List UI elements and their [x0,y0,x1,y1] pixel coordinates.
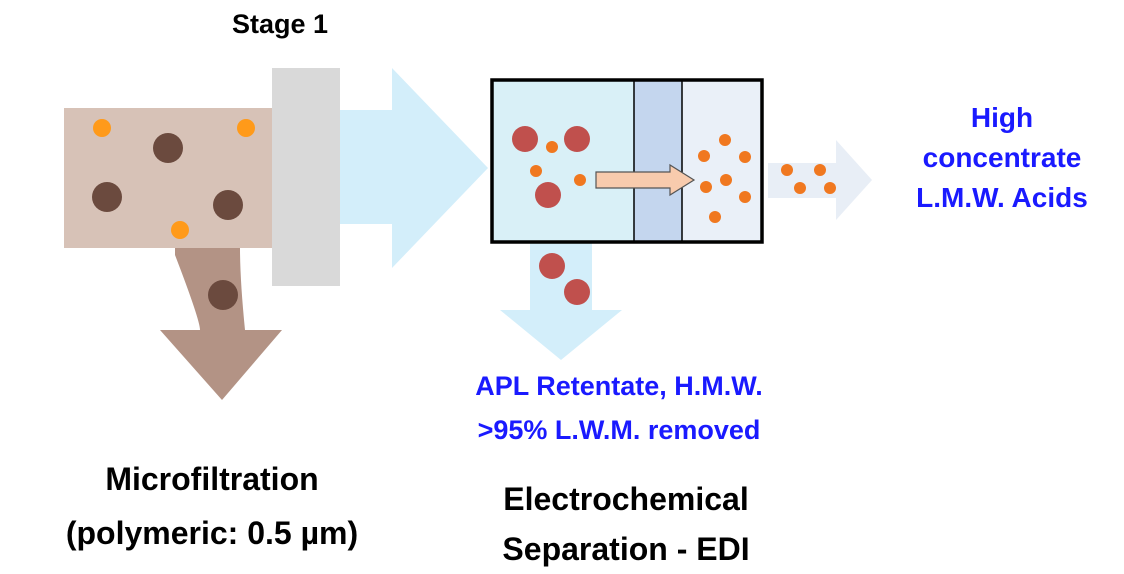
output-particle [781,164,793,176]
small-acid-particle [719,134,731,146]
large-particle [208,280,238,310]
small-acid-particle [720,174,732,186]
small-acid-particle [700,181,712,193]
small-acid-particle [698,150,710,162]
product-label: High concentrate L.M.W. Acids [880,98,1124,218]
stage-label: Stage 1 [232,9,329,39]
small-acid-particle [739,191,751,203]
large-acid-particle [535,182,561,208]
large-particle [153,133,183,163]
small-acid-particle [574,174,586,186]
small-acid-particle [709,211,721,223]
edi-title: Electrochemical [503,481,749,517]
large-particle [92,182,122,212]
retentate-note: >95% L.W.M. removed [477,415,761,445]
small-acid-particle [530,165,542,177]
small-particle [93,119,111,137]
flow-arrow-to-edi [340,68,488,268]
large-acid-particle [564,126,590,152]
feed-particles [92,119,255,310]
small-acid-particle [739,151,751,163]
edi-subtitle: Separation - EDI [502,531,750,567]
edi-label: Electrochemical Separation - EDI [446,474,806,574]
edi-cell [490,78,764,244]
output-arrow [768,140,872,220]
microfiltration-spec: (polymeric: 0.5 µm) [65,515,359,551]
microfiltration-label: Microfiltration (polymeric: 0.5 µm) [0,452,424,560]
concentrate-chamber [682,80,762,242]
product-line-1: High [970,102,1034,133]
output-particle [794,182,806,194]
product-line-2: concentrate [922,142,1082,173]
output-particle [814,164,826,176]
small-particle [237,119,255,137]
large-acid-particle [512,126,538,152]
retentate-arrow [500,242,622,360]
ion-exchange-membrane [634,80,682,242]
permeate-outflow-arrow [160,248,282,400]
output-particle [824,182,836,194]
ion-transfer-arrow [595,163,696,197]
small-particle [171,221,189,239]
large-particle [213,190,243,220]
microfiltration-title: Microfiltration [105,461,319,497]
retentate-particle [539,253,565,279]
retentate-particle [564,279,590,305]
small-acid-particle [546,141,558,153]
filter-plate [272,68,340,286]
retentate-label: APL Retentate, H.M.W. >95% L.W.M. remove… [394,364,844,452]
product-line-3: L.M.W. Acids [916,182,1088,213]
dilute-chamber [492,80,634,242]
edi-cell-border [490,78,764,244]
retentate-title: APL Retentate, H.M.W. [475,371,763,401]
